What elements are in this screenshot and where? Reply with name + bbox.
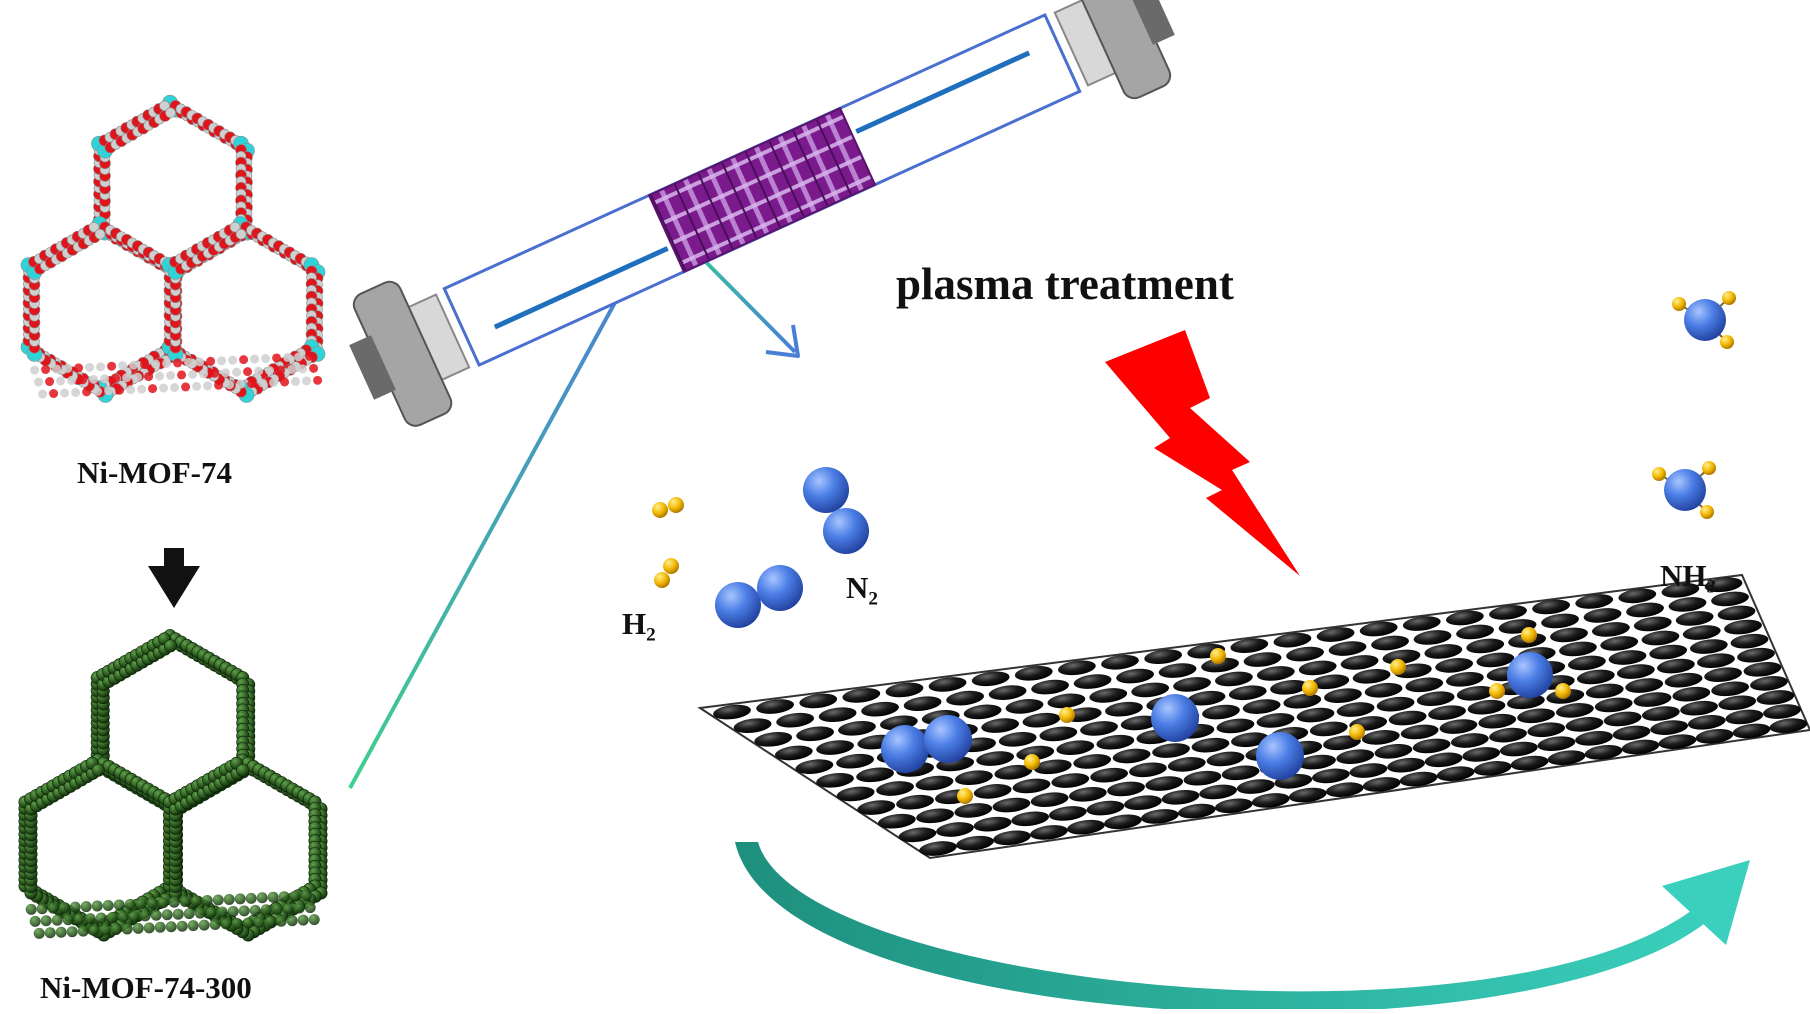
nh3-label: NH3 bbox=[1660, 558, 1717, 598]
gas-phase-molecules bbox=[652, 291, 1736, 628]
lightning-bolt-icon bbox=[1105, 330, 1300, 576]
curved-arrow-icon bbox=[735, 842, 1750, 1013]
ni-mof-74-300-label: Ni-MOF-74-300 bbox=[40, 970, 252, 1005]
catalyst-surface bbox=[697, 573, 1810, 860]
plasma-reactor-tube-icon bbox=[349, 0, 1175, 427]
ni-mof-74-label: Ni-MOF-74 bbox=[77, 455, 232, 490]
down-arrow-icon bbox=[148, 548, 200, 608]
plasma-treatment-label: plasma treatment bbox=[896, 259, 1234, 309]
arrow-from-reactor bbox=[690, 246, 800, 358]
ni-mof-74-300-structure-icon bbox=[18, 629, 328, 942]
h2-label: H2 bbox=[622, 606, 656, 646]
n2-label: N2 bbox=[846, 570, 878, 610]
ni-mof-74-structure-icon bbox=[20, 94, 326, 403]
